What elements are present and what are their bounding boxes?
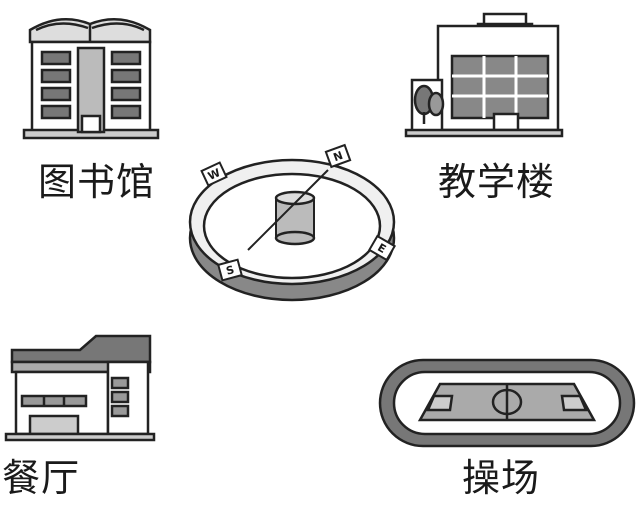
teaching-building-icon <box>404 12 564 138</box>
library-label: 图书馆 <box>38 160 156 204</box>
library-building-icon <box>22 18 160 140</box>
canteen-building-icon <box>4 334 156 442</box>
compass-west-tag: W <box>200 161 228 187</box>
canteen-label: 餐厅 <box>2 456 81 500</box>
compass-west-label: W <box>206 166 222 183</box>
compass-south-label: S <box>225 263 236 278</box>
compass-icon <box>188 158 396 302</box>
compass-north-tag: N <box>324 143 352 169</box>
playground-track-icon <box>378 358 636 448</box>
compass-north-label: N <box>332 149 345 164</box>
compass-east-tag: E <box>367 234 397 262</box>
compass-south-tag: S <box>217 258 243 282</box>
teaching-building-label: 教学楼 <box>438 160 556 204</box>
playground-label: 操场 <box>462 456 541 500</box>
